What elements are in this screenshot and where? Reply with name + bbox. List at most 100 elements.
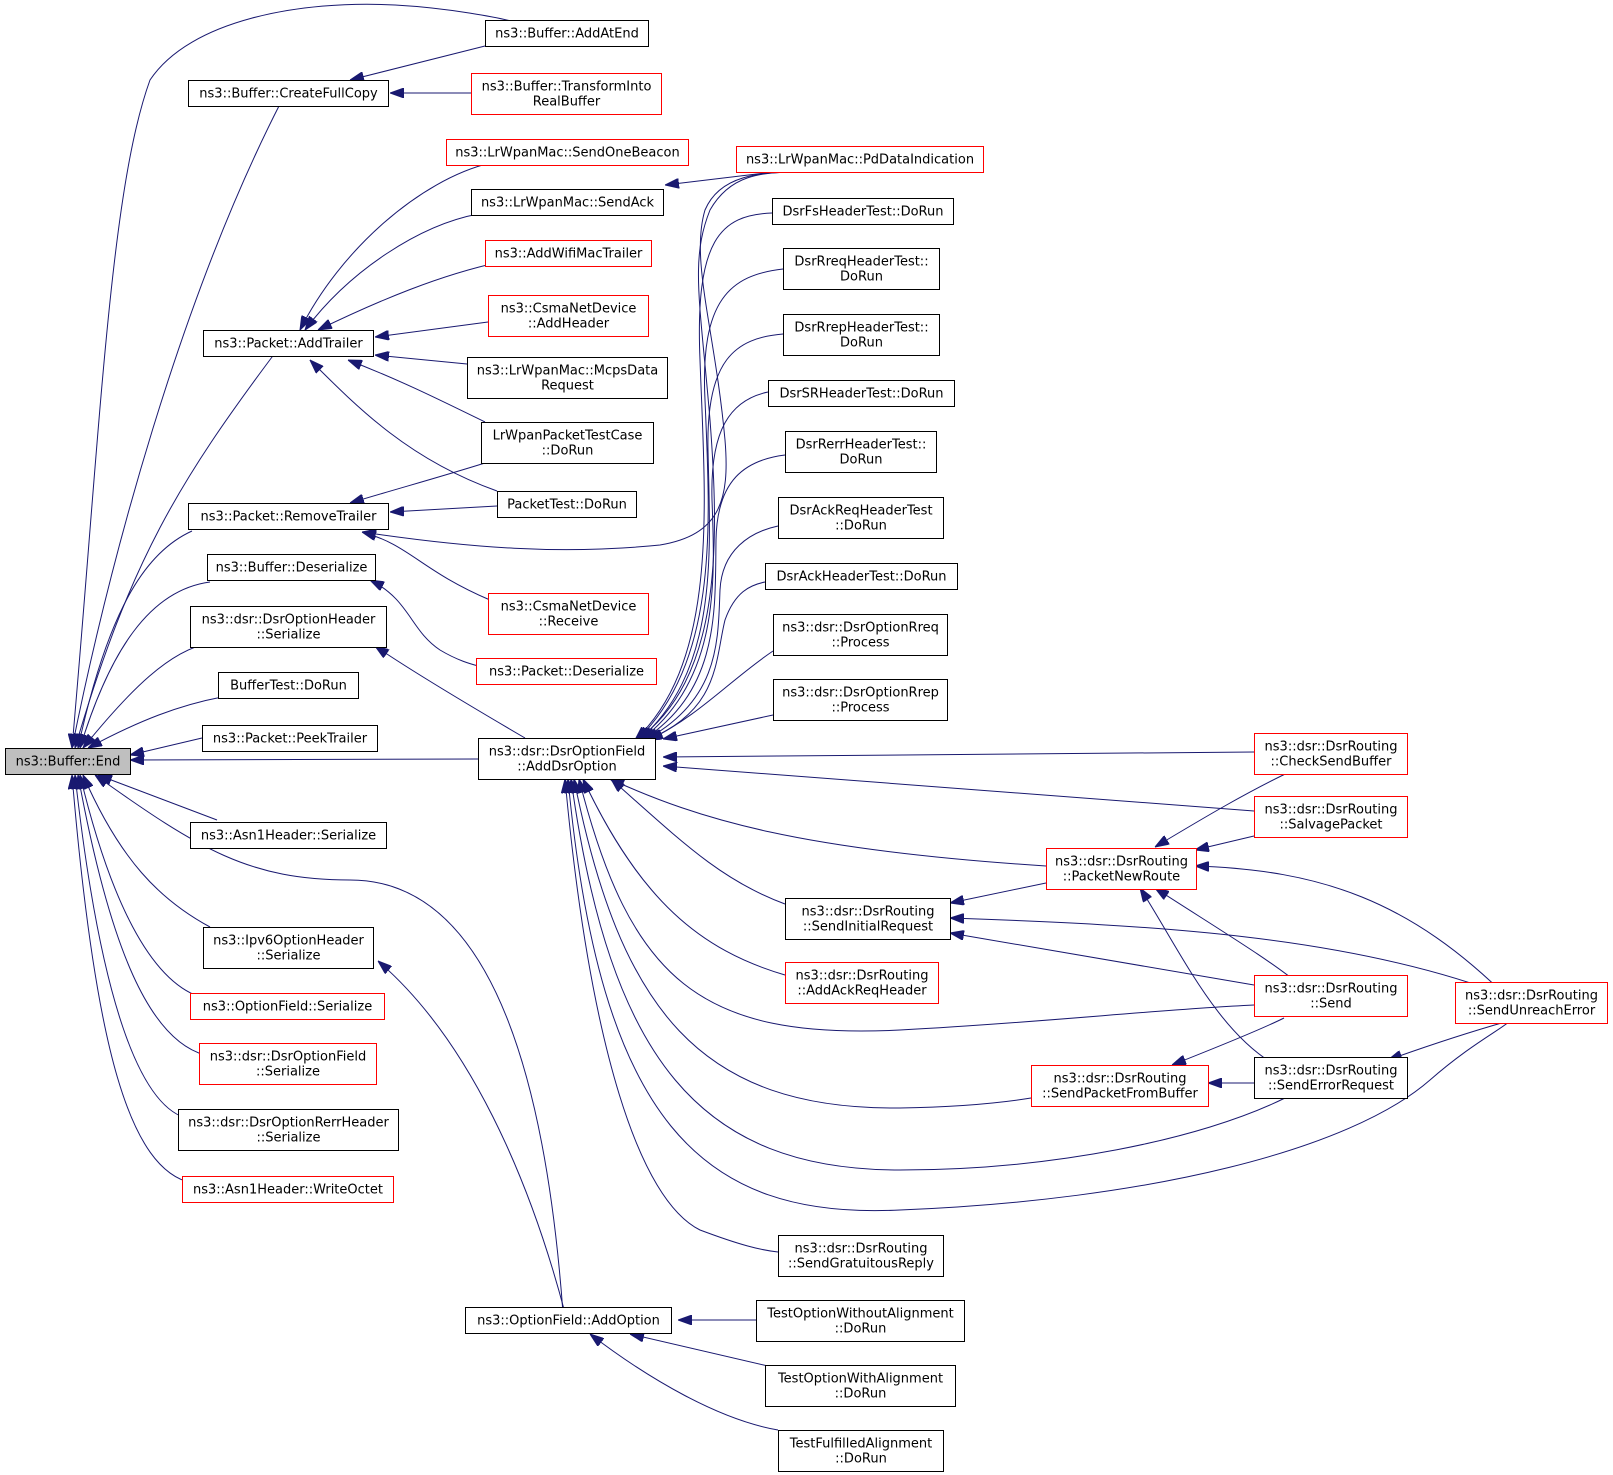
node-label: ::SendInitialRequest	[803, 920, 933, 935]
edge-sendinitialrequest-to-adddsroption	[611, 779, 786, 905]
node-box	[190, 822, 387, 849]
node-addatend[interactable]: ns3::Buffer::AddAtEnd	[485, 20, 649, 47]
edge-mcpsdatarequest-to-addtrailer	[375, 355, 468, 365]
node-label: ns3::dsr::DsrOptionField	[489, 745, 645, 760]
node-label: DsrRreqHeaderTest::	[794, 255, 928, 270]
node-label: ::SendErrorRequest	[1268, 1079, 1394, 1094]
node-packetnewroute[interactable]: ns3::dsr::DsrRouting::PacketNewRoute	[1046, 848, 1197, 890]
node-dsroptionfieldserialize[interactable]: ns3::dsr::DsrOptionField::Serialize	[199, 1043, 377, 1085]
edge-pddataindication-to-removetrailer	[362, 171, 801, 551]
node-label: ns3::OptionField::Serialize	[203, 1000, 372, 1015]
node-sendonebeacon[interactable]: ns3::LrWpanMac::SendOneBeacon	[446, 139, 689, 166]
node-label: ::DoRun	[835, 1452, 887, 1467]
node-label: DsrSRHeaderTest::DoRun	[780, 387, 944, 402]
node-label: ns3::Packet::PeekTrailer	[213, 732, 368, 747]
node-label: DoRun	[840, 453, 883, 468]
node-sendunreacherror[interactable]: ns3::dsr::DsrRouting::SendUnreachError	[1455, 982, 1608, 1024]
node-label: DsrRerrHeaderTest::	[796, 438, 927, 453]
node-peektrailer[interactable]: ns3::Packet::PeekTrailer	[202, 725, 378, 752]
node-dsrfs[interactable]: DsrFsHeaderTest::DoRun	[772, 198, 954, 225]
node-dsrsr[interactable]: DsrSRHeaderTest::DoRun	[768, 380, 955, 407]
edge-send-to-sendpacketfrombuffer	[1172, 1017, 1285, 1065]
node-label: ::AddHeader	[528, 317, 610, 332]
node-dsroptionheaderserialize[interactable]: ns3::dsr::DsrOptionHeader::Serialize	[190, 606, 387, 648]
node-send[interactable]: ns3::dsr::DsrRouting::Send	[1254, 975, 1408, 1017]
node-box	[1455, 982, 1608, 1024]
edge-senderrorrequest-to-adddsroption	[571, 779, 1286, 1171]
edge-sendunreacherror-to-sendinitialrequest	[950, 918, 1511, 998]
node-lrwpanpackettest[interactable]: LrWpanPacketTestCase::DoRun	[481, 422, 654, 464]
node-dsrrreq[interactable]: DsrRreqHeaderTest::DoRun	[783, 248, 940, 290]
node-label: ns3::AddWifiMacTrailer	[495, 247, 643, 262]
node-writeoctet[interactable]: ns3::Asn1Header::WriteOctet	[182, 1176, 394, 1203]
edge-packetdeserialize-to-bufferdeserialize	[370, 580, 483, 668]
node-end[interactable]: ns3::Buffer::End	[5, 748, 131, 775]
node-box	[785, 962, 939, 1004]
node-label: DoRun	[840, 336, 883, 351]
node-addtrailer[interactable]: ns3::Packet::AddTrailer	[203, 330, 374, 357]
node-testfulfilled[interactable]: TestFulfilledAlignment::DoRun	[778, 1430, 944, 1472]
node-packetdeserialize[interactable]: ns3::Packet::Deserialize	[476, 658, 657, 685]
node-box	[783, 314, 940, 356]
node-addwifimactrailer[interactable]: ns3::AddWifiMacTrailer	[485, 240, 652, 267]
node-addackreqheader[interactable]: ns3::dsr::DsrRouting::AddAckReqHeader	[785, 962, 939, 1004]
edge-csmaaddheader-to-addtrailer	[375, 321, 489, 337]
node-label: ns3::dsr::DsrRouting	[1054, 1072, 1187, 1087]
node-box	[1046, 848, 1197, 890]
node-asn1serialize[interactable]: ns3::Asn1Header::Serialize	[190, 822, 387, 849]
edge-asn1serialize-to-end	[98, 775, 218, 821]
node-csmareceive[interactable]: ns3::CsmaNetDevice::Receive	[488, 593, 649, 635]
node-rreqprocess[interactable]: ns3::dsr::DsrOptionRreq::Process	[773, 614, 948, 656]
node-box	[778, 497, 944, 539]
node-bufferdeserialize[interactable]: ns3::Buffer::Deserialize	[207, 554, 376, 581]
node-rrepprocess[interactable]: ns3::dsr::DsrOptionRrep::Process	[773, 679, 948, 721]
node-label: ns3::Ipv6OptionHeader	[213, 934, 364, 949]
node-csmaaddheader[interactable]: ns3::CsmaNetDevice::AddHeader	[488, 295, 649, 337]
edge-sendack-to-addtrailer	[305, 213, 479, 330]
node-label: ns3::dsr::DsrOptionRreq	[782, 621, 939, 636]
node-optionfieldserialize[interactable]: ns3::OptionField::Serialize	[190, 993, 385, 1020]
node-removetrailer[interactable]: ns3::Packet::RemoveTrailer	[188, 503, 389, 530]
node-dsrrrep[interactable]: DsrRrepHeaderTest::DoRun	[783, 314, 940, 356]
node-packettest[interactable]: PacketTest::DoRun	[497, 491, 637, 518]
node-buffertest[interactable]: BufferTest::DoRun	[218, 672, 359, 699]
node-box	[488, 593, 649, 635]
node-label: ns3::LrWpanMac::McpsData	[477, 364, 658, 379]
node-pddataindication[interactable]: ns3::LrWpanMac::PdDataIndication	[736, 146, 984, 173]
node-ipv6optionheaderserialize[interactable]: ns3::Ipv6OptionHeader::Serialize	[203, 927, 374, 969]
edge-adddsroption-to-dsroptionheaderserialize	[375, 646, 526, 739]
node-sendack[interactable]: ns3::LrWpanMac::SendAck	[471, 189, 664, 216]
node-box	[778, 1430, 944, 1472]
node-box	[471, 73, 662, 115]
node-label: ns3::dsr::DsrRouting	[1055, 855, 1188, 870]
node-testoptionwithout[interactable]: TestOptionWithoutAlignment::DoRun	[756, 1300, 965, 1342]
node-senderrorrequest[interactable]: ns3::dsr::DsrRouting::SendErrorRequest	[1254, 1057, 1408, 1099]
node-createfullcopy[interactable]: ns3::Buffer::CreateFullCopy	[188, 80, 389, 107]
node-addoption[interactable]: ns3::OptionField::AddOption	[465, 1307, 672, 1334]
node-dsrack[interactable]: DsrAckHeaderTest::DoRun	[765, 563, 958, 590]
node-salvagepacket[interactable]: ns3::dsr::DsrRouting::SalvagePacket	[1254, 796, 1408, 838]
node-label: ::Process	[831, 701, 889, 716]
node-sendpacketfrombuffer[interactable]: ns3::dsr::DsrRouting::SendPacketFromBuff…	[1031, 1065, 1209, 1107]
node-dsrrerr[interactable]: DsrRerrHeaderTest::DoRun	[785, 431, 937, 473]
node-label: ns3::Buffer::End	[16, 755, 121, 770]
node-box	[178, 1109, 399, 1151]
node-box	[203, 330, 374, 357]
node-testoptionwith[interactable]: TestOptionWithAlignment::DoRun	[765, 1365, 956, 1407]
node-adddsroption[interactable]: ns3::dsr::DsrOptionField::AddDsrOption	[478, 738, 656, 780]
node-label: ns3::dsr::DsrOptionHeader	[202, 613, 376, 628]
node-label: BufferTest::DoRun	[230, 679, 347, 694]
edge-lrwpanpackettest-to-addtrailer	[348, 360, 486, 423]
node-label: ::PacketNewRoute	[1063, 870, 1180, 885]
edge-sendunreacherror-to-packetnewroute	[1195, 866, 1511, 1001]
node-dsrackreq[interactable]: DsrAckReqHeaderTest::DoRun	[778, 497, 944, 539]
node-sendgratuitousreply[interactable]: ns3::dsr::DsrRouting::SendGratuitousRepl…	[778, 1235, 944, 1277]
node-label: ns3::Packet::RemoveTrailer	[201, 510, 378, 525]
node-dsroptionrerrheaderserialize[interactable]: ns3::dsr::DsrOptionRerrHeader::Serialize	[178, 1109, 399, 1151]
node-label: ns3::dsr::DsrRouting	[796, 969, 929, 984]
node-checksendbuffer[interactable]: ns3::dsr::DsrRouting::CheckSendBuffer	[1254, 733, 1408, 775]
node-sendinitialrequest[interactable]: ns3::dsr::DsrRouting::SendInitialRequest	[785, 898, 951, 940]
node-box	[497, 491, 637, 518]
